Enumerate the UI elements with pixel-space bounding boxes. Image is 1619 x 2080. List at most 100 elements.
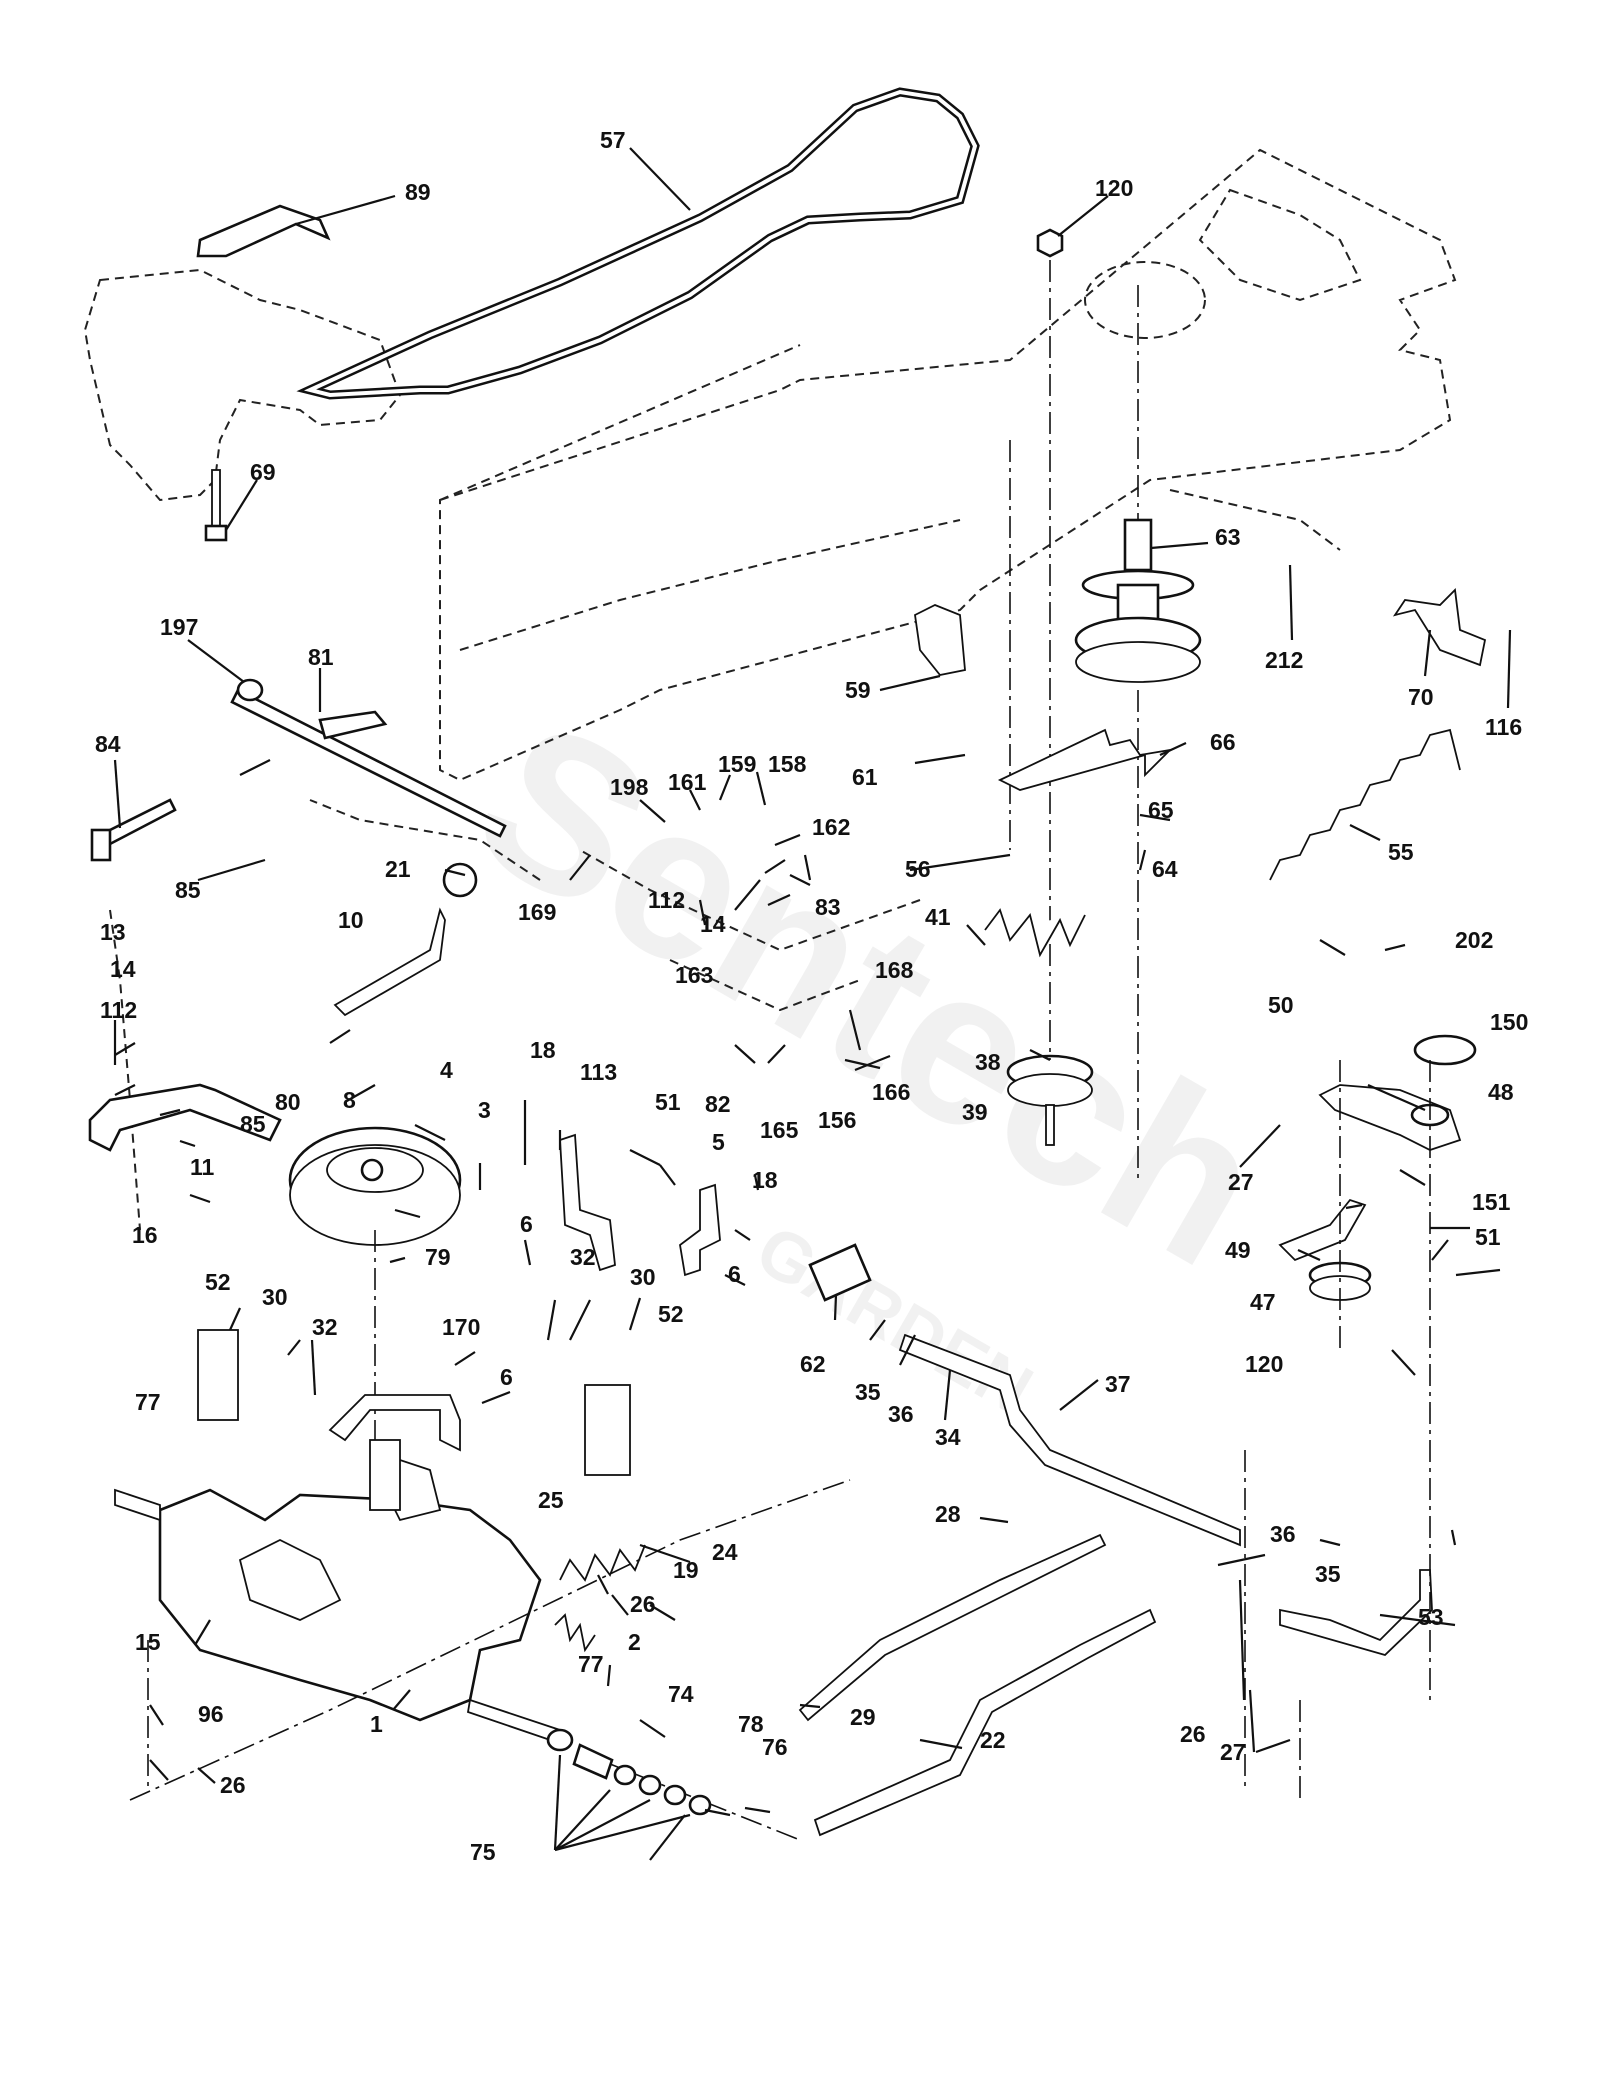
part-label-14-b: 14 bbox=[110, 956, 136, 982]
part-label-30: 30 bbox=[630, 1264, 656, 1290]
part-label-26-b: 26 bbox=[1180, 1721, 1206, 1747]
part-label-161: 161 bbox=[668, 769, 707, 795]
part-label-26-c: 26 bbox=[220, 1772, 246, 1798]
drive-belt bbox=[296, 87, 980, 400]
part-label-85: 85 bbox=[175, 877, 201, 903]
part-label-13: 13 bbox=[100, 919, 126, 945]
part-label-36: 36 bbox=[888, 1401, 914, 1427]
part-label-6: 6 bbox=[520, 1211, 533, 1237]
part-label-162: 162 bbox=[812, 814, 850, 840]
part-label-53: 53 bbox=[1418, 1604, 1444, 1630]
part-label-28: 28 bbox=[935, 1501, 961, 1527]
part-label-5: 5 bbox=[712, 1129, 725, 1155]
part-labels: 89 57 120 69 63 197 81 212 70 116 59 66 … bbox=[95, 127, 1528, 1865]
part-label-27-b: 27 bbox=[1220, 1739, 1246, 1765]
part-label-35-b: 35 bbox=[1315, 1561, 1341, 1587]
part-label-169: 169 bbox=[518, 899, 556, 925]
part-label-80: 80 bbox=[275, 1089, 301, 1115]
part-label-52: 52 bbox=[205, 1269, 231, 1295]
part-label-3: 3 bbox=[478, 1097, 491, 1123]
part-label-77-b: 77 bbox=[578, 1651, 604, 1677]
part-label-159: 159 bbox=[718, 751, 756, 777]
component-sketches bbox=[88, 204, 1487, 1841]
part-label-61: 61 bbox=[852, 764, 878, 790]
part-label-10: 10 bbox=[338, 907, 364, 933]
part-label-83: 83 bbox=[815, 894, 841, 920]
part-label-29: 29 bbox=[850, 1704, 876, 1730]
part-label-120-b: 120 bbox=[1245, 1351, 1283, 1377]
part-label-4: 4 bbox=[440, 1057, 453, 1083]
part-label-1: 1 bbox=[370, 1711, 383, 1737]
part-label-76: 76 bbox=[762, 1734, 788, 1760]
part-label-41: 41 bbox=[925, 904, 951, 930]
part-label-27: 27 bbox=[1228, 1169, 1254, 1195]
part-label-112: 112 bbox=[648, 887, 685, 913]
part-label-70: 70 bbox=[1408, 684, 1434, 710]
part-label-35: 35 bbox=[855, 1379, 881, 1405]
part-label-96: 96 bbox=[198, 1701, 224, 1727]
part-label-32: 32 bbox=[570, 1244, 596, 1270]
leader-lines bbox=[113, 147, 1512, 1861]
part-label-62: 62 bbox=[800, 1351, 826, 1377]
part-label-74: 74 bbox=[668, 1681, 694, 1707]
part-label-14: 14 bbox=[700, 911, 726, 937]
part-label-198: 198 bbox=[610, 774, 649, 800]
part-label-79: 79 bbox=[425, 1244, 451, 1270]
part-label-59: 59 bbox=[845, 677, 871, 703]
part-label-34: 34 bbox=[935, 1424, 961, 1450]
part-label-22: 22 bbox=[980, 1727, 1006, 1753]
part-label-65: 65 bbox=[1148, 797, 1174, 823]
part-label-166: 166 bbox=[872, 1079, 910, 1105]
watermark-sub: GARDEN bbox=[744, 1210, 1046, 1429]
part-label-89: 89 bbox=[405, 179, 431, 205]
part-label-158: 158 bbox=[768, 751, 807, 777]
part-label-38: 38 bbox=[975, 1049, 1001, 1075]
part-label-30-b: 30 bbox=[262, 1284, 288, 1310]
part-label-51-b: 51 bbox=[1475, 1224, 1501, 1250]
part-label-120: 120 bbox=[1095, 175, 1133, 201]
part-label-18: 18 bbox=[530, 1037, 556, 1063]
part-label-165: 165 bbox=[760, 1117, 799, 1143]
part-label-63: 63 bbox=[1215, 524, 1241, 550]
part-label-52-b: 52 bbox=[658, 1301, 684, 1327]
part-label-26: 26 bbox=[630, 1591, 656, 1617]
part-label-37: 37 bbox=[1105, 1371, 1131, 1397]
part-label-202: 202 bbox=[1455, 927, 1493, 953]
part-label-156: 156 bbox=[818, 1107, 856, 1133]
part-label-15: 15 bbox=[135, 1629, 161, 1655]
part-label-77: 77 bbox=[135, 1389, 161, 1415]
part-label-47: 47 bbox=[1250, 1289, 1276, 1315]
part-label-2: 2 bbox=[628, 1629, 641, 1655]
part-label-82: 82 bbox=[705, 1091, 731, 1117]
part-label-39: 39 bbox=[962, 1099, 988, 1125]
part-label-66: 66 bbox=[1210, 729, 1236, 755]
part-label-50: 50 bbox=[1268, 992, 1294, 1018]
chassis-frame bbox=[83, 148, 1457, 1231]
part-label-49: 49 bbox=[1225, 1237, 1251, 1263]
part-label-150: 150 bbox=[1490, 1009, 1528, 1035]
part-label-170: 170 bbox=[442, 1314, 480, 1340]
part-label-11: 11 bbox=[190, 1154, 215, 1180]
part-label-16: 16 bbox=[132, 1222, 158, 1248]
part-label-84: 84 bbox=[95, 731, 121, 757]
part-label-163: 163 bbox=[675, 962, 713, 988]
part-label-6-b: 6 bbox=[728, 1261, 741, 1287]
part-label-24: 24 bbox=[712, 1539, 738, 1565]
part-label-81: 81 bbox=[308, 644, 334, 670]
part-label-168: 168 bbox=[875, 957, 914, 983]
part-label-112-b: 112 bbox=[100, 997, 137, 1023]
part-label-36-b: 36 bbox=[1270, 1521, 1296, 1547]
part-label-85-b: 85 bbox=[240, 1111, 266, 1137]
part-label-57: 57 bbox=[600, 127, 626, 153]
part-label-25: 25 bbox=[538, 1487, 564, 1513]
part-label-8: 8 bbox=[343, 1087, 356, 1113]
part-label-55: 55 bbox=[1388, 839, 1414, 865]
part-label-32-b: 32 bbox=[312, 1314, 338, 1340]
part-label-51: 51 bbox=[655, 1089, 681, 1115]
part-label-18-b: 18 bbox=[752, 1167, 778, 1193]
part-label-113: 113 bbox=[580, 1059, 617, 1085]
part-label-69: 69 bbox=[250, 459, 276, 485]
part-label-75: 75 bbox=[470, 1839, 496, 1865]
part-label-212: 212 bbox=[1265, 647, 1303, 673]
